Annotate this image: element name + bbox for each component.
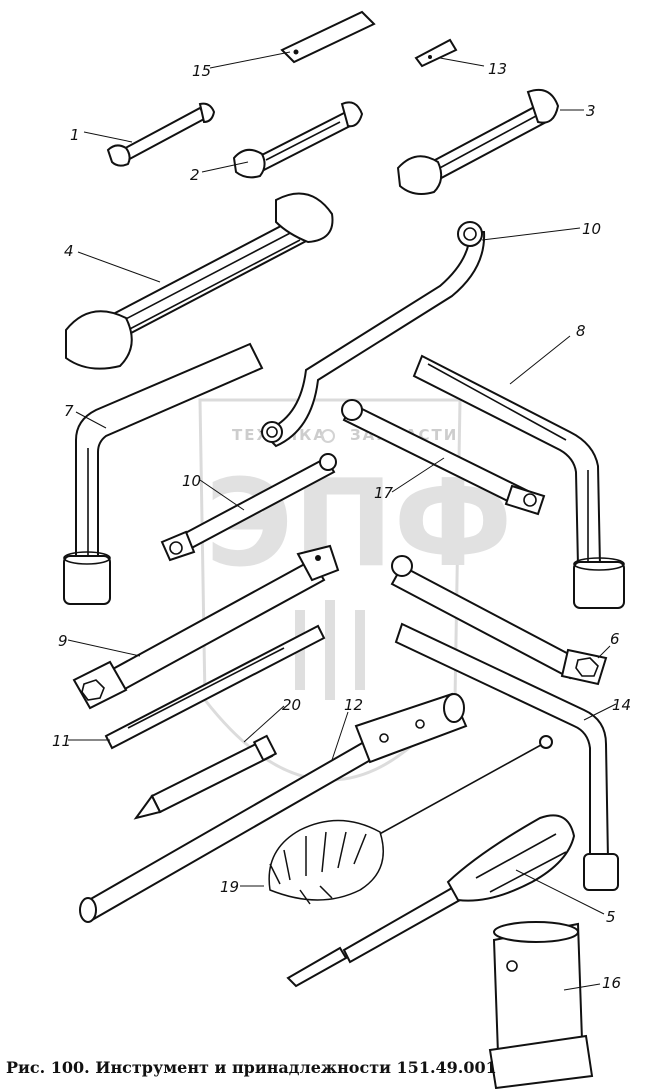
label-17: 17 <box>374 484 394 502</box>
tool-9-box-spanner <box>72 544 340 710</box>
label-8: 8 <box>576 322 586 340</box>
label-5: 5 <box>606 908 616 926</box>
label-2: 2 <box>190 166 200 184</box>
label-12: 12 <box>344 696 363 714</box>
tool-1-wrench <box>106 102 216 167</box>
label-10: 10 <box>182 472 201 490</box>
tool-2-wrench <box>232 101 364 179</box>
wheat-icon <box>295 600 365 700</box>
label-6: 6 <box>610 630 620 648</box>
label-1: 1 <box>70 126 80 144</box>
label-9: 9 <box>58 632 68 650</box>
label-7: 7 <box>64 402 74 420</box>
leader-lines <box>67 51 617 991</box>
figure-caption: Рис. 100. Инструмент и принадлежности 15… <box>6 1058 497 1077</box>
tool-6-socket-spanner <box>390 555 608 686</box>
callout-labels: 15 13 1 2 3 4 10 8 7 10 17 9 6 11 14 20 … <box>52 60 631 992</box>
tool-14-l-handle <box>394 622 619 891</box>
label-10-top: 10 <box>582 220 601 238</box>
tool-16-tube-socket <box>488 921 594 1089</box>
tool-12-tube-handle <box>79 692 468 923</box>
tool-13-key <box>414 38 458 68</box>
tool-17-socket-spanner <box>341 399 546 516</box>
tool-3-wrench <box>396 88 560 195</box>
label-19: 19 <box>220 878 239 896</box>
label-13: 13 <box>488 60 507 78</box>
tool-18-offset-wrench <box>260 221 486 448</box>
tool-8-l-wrench <box>412 354 625 609</box>
label-20: 20 <box>282 696 301 714</box>
tool-10-socket-spanner <box>160 453 337 562</box>
label-16: 16 <box>602 974 621 992</box>
tool-5-screwdriver <box>286 814 576 988</box>
label-14: 14 <box>612 696 631 714</box>
label-15: 15 <box>192 62 211 80</box>
tool-11-rod <box>104 624 326 750</box>
tool-4-wrench <box>65 192 334 370</box>
tool-7-l-wrench <box>63 342 264 605</box>
gear-icon <box>321 429 335 443</box>
tool-20-pencil <box>133 734 278 820</box>
tool-19-brush <box>268 735 553 905</box>
label-3: 3 <box>586 102 596 120</box>
label-11: 11 <box>52 732 71 750</box>
label-4: 4 <box>64 242 74 260</box>
tool-15-plate <box>280 10 376 64</box>
